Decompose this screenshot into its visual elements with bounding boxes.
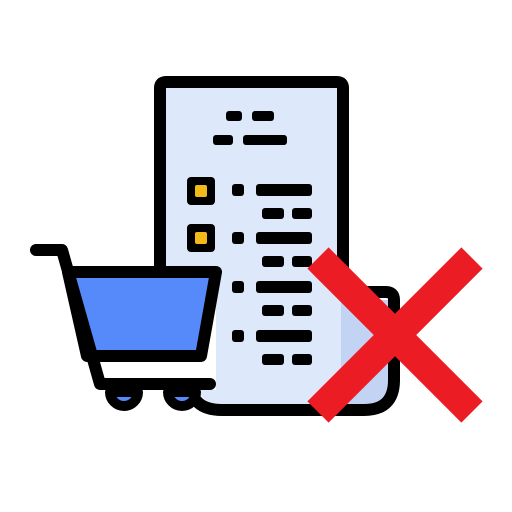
list-item <box>187 177 312 219</box>
cancel-cross-icon <box>307 247 483 423</box>
list-item <box>232 330 312 365</box>
list-item <box>187 224 312 267</box>
cart-wheels <box>105 387 201 411</box>
list-header-marks <box>213 111 287 145</box>
list-outline <box>154 76 400 416</box>
list-item <box>232 281 312 316</box>
shopping-cart-icon <box>30 244 222 411</box>
cart-basket <box>72 278 212 350</box>
